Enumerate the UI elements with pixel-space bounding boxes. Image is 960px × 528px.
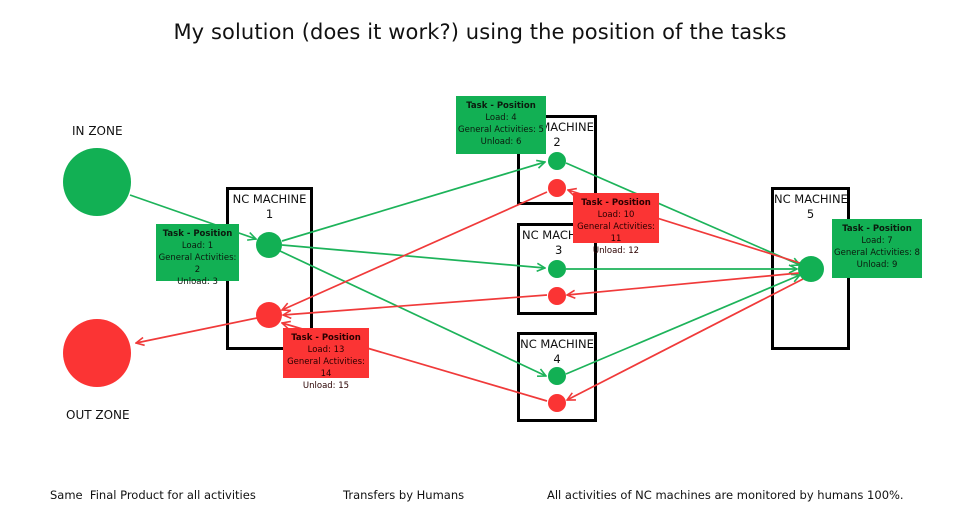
- task-load: Load: 1: [181, 241, 214, 251]
- footer-note-transfers: Transfers by Humans: [343, 488, 465, 502]
- task-unload: Unload: 12: [592, 246, 640, 256]
- m4-input-node[interactable]: [548, 367, 566, 385]
- task-load: Load: 4: [485, 113, 517, 123]
- flow-m5-to-m4: [567, 278, 804, 400]
- task-general: General Activities: 11: [577, 222, 655, 244]
- task-unload: Unload: 9: [856, 260, 898, 270]
- task-general: General Activities: 5: [458, 125, 544, 135]
- task-title: Task - Position: [581, 198, 651, 208]
- m2-output-node[interactable]: [548, 179, 566, 197]
- task-title: Task - Position: [842, 224, 912, 234]
- flow-m5-to-m3: [567, 272, 800, 295]
- flow-m1-to-m3: [281, 244, 545, 268]
- flow-m2-to-m1: [282, 191, 548, 310]
- flow-m3-to-m1: [283, 294, 548, 315]
- m3-input-node[interactable]: [548, 260, 566, 278]
- task-load: Load: 13: [307, 345, 345, 355]
- m1-input-node[interactable]: [256, 232, 282, 258]
- task-load: Load: 10: [597, 210, 635, 220]
- m2-input-node[interactable]: [548, 152, 566, 170]
- task-title: Task - Position: [466, 101, 536, 111]
- task-position-box-2: Task - Position Load: 4 General Activiti…: [456, 96, 546, 154]
- task-general: General Activities: 14: [287, 357, 365, 379]
- m1-output-node[interactable]: [256, 302, 282, 328]
- flow-m4-to-m5: [565, 275, 800, 375]
- task-load: Load: 7: [861, 236, 893, 246]
- task-unload: Unload: 6: [480, 137, 522, 147]
- flow-m1-to-m2: [281, 162, 545, 242]
- task-title: Task - Position: [291, 333, 361, 343]
- m4-output-node[interactable]: [548, 394, 566, 412]
- task-general: General Activities: 2: [158, 253, 237, 275]
- task-unload: Unload: 15: [302, 381, 350, 391]
- diagram-title: My solution (does it work?) using the po…: [173, 20, 787, 44]
- out-zone-node[interactable]: [63, 319, 131, 387]
- task-position-box-5: Task - Position Load: 13 General Activit…: [283, 328, 369, 391]
- out-zone-label: OUT ZONE: [66, 408, 130, 422]
- in-zone-node[interactable]: [63, 148, 131, 216]
- m5-node[interactable]: [798, 256, 824, 282]
- task-general: General Activities: 8: [834, 248, 920, 258]
- task-position-box-4: Task - Position Load: 10 General Activit…: [573, 193, 659, 256]
- task-position-box-1: Task - Position Load: 1 General Activiti…: [156, 224, 239, 287]
- m3-output-node[interactable]: [548, 287, 566, 305]
- task-position-box-3: Task - Position Load: 7 General Activiti…: [832, 219, 922, 278]
- in-zone-label: IN ZONE: [72, 124, 123, 138]
- footer-note-monitoring: All activities of NC machines are monito…: [547, 488, 904, 502]
- task-title: Task - Position: [162, 229, 233, 239]
- task-unload: Unload: 3: [177, 277, 218, 287]
- footer-note-final-product: Same Final Product for all activities: [50, 488, 256, 502]
